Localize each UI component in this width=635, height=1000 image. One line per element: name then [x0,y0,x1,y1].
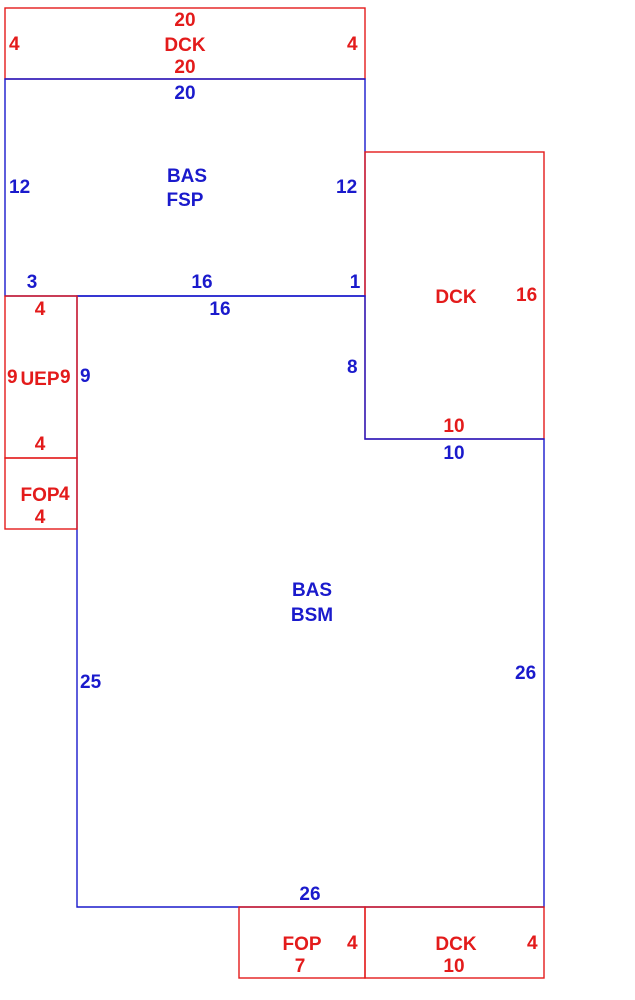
deck-top-bottom-dim: 20 [174,57,195,78]
deck-bottom-right-dim: 4 [527,933,538,954]
uep-left-dim: 9 [7,367,18,388]
fsp-label-line2: FSP [167,190,204,211]
uep-bottom-dim: 4 [35,434,46,455]
deck-bottom-outline [364,906,545,979]
fsp-bottom-left-dim: 3 [27,272,38,293]
deck-bottom-label: DCK [435,934,476,955]
deck-right-label: DCK [435,287,476,308]
bsm-right-dim: 26 [515,663,536,684]
bsm-right-upper-dim: 8 [347,357,358,378]
deck-right-bottom-dim: 10 [443,416,464,437]
bsm-label-line2: BSM [291,605,333,626]
fsp-left-dim: 12 [9,177,30,198]
uep-top-dim: 4 [35,299,46,320]
fsp-bottom-mid-dim: 16 [191,272,212,293]
bsm-left-upper-dim: 9 [80,366,91,387]
fop-bottom-right-dim: 4 [347,933,358,954]
deck-right-right-dim: 16 [516,285,537,306]
bsm-top-dim: 16 [209,299,230,320]
deck-top-top-dim: 20 [174,10,195,31]
bas-fsp-outline [4,78,366,297]
uep-label: UEP [20,369,59,390]
fop-left-bottom-dim: 4 [35,507,46,528]
fsp-bottom-right-dim: 1 [350,272,361,293]
fop-left-right-dim: 4 [59,484,70,505]
fop-left-outline [4,457,78,530]
bas-bsm-outline [76,295,545,908]
fsp-top-dim: 20 [174,83,195,104]
deck-bottom-bottom-dim: 10 [443,956,464,977]
uep-right-dim: 9 [60,367,71,388]
deck-top-label: DCK [164,35,205,56]
bsm-label-line1: BAS [292,580,332,601]
fop-bottom-label: FOP [282,934,321,955]
deck-top-right-dim: 4 [347,34,358,55]
fop-left-label: FOP [20,485,59,506]
bsm-bottom-dim: 26 [299,884,320,905]
fsp-right-dim: 12 [336,177,357,198]
bsm-notch-dim: 10 [443,443,464,464]
deck-top-left-dim: 4 [9,34,20,55]
fsp-label-line1: BAS [167,166,207,187]
fop-bottom-bottom-dim: 7 [295,956,306,977]
bsm-left-dim: 25 [80,672,102,693]
